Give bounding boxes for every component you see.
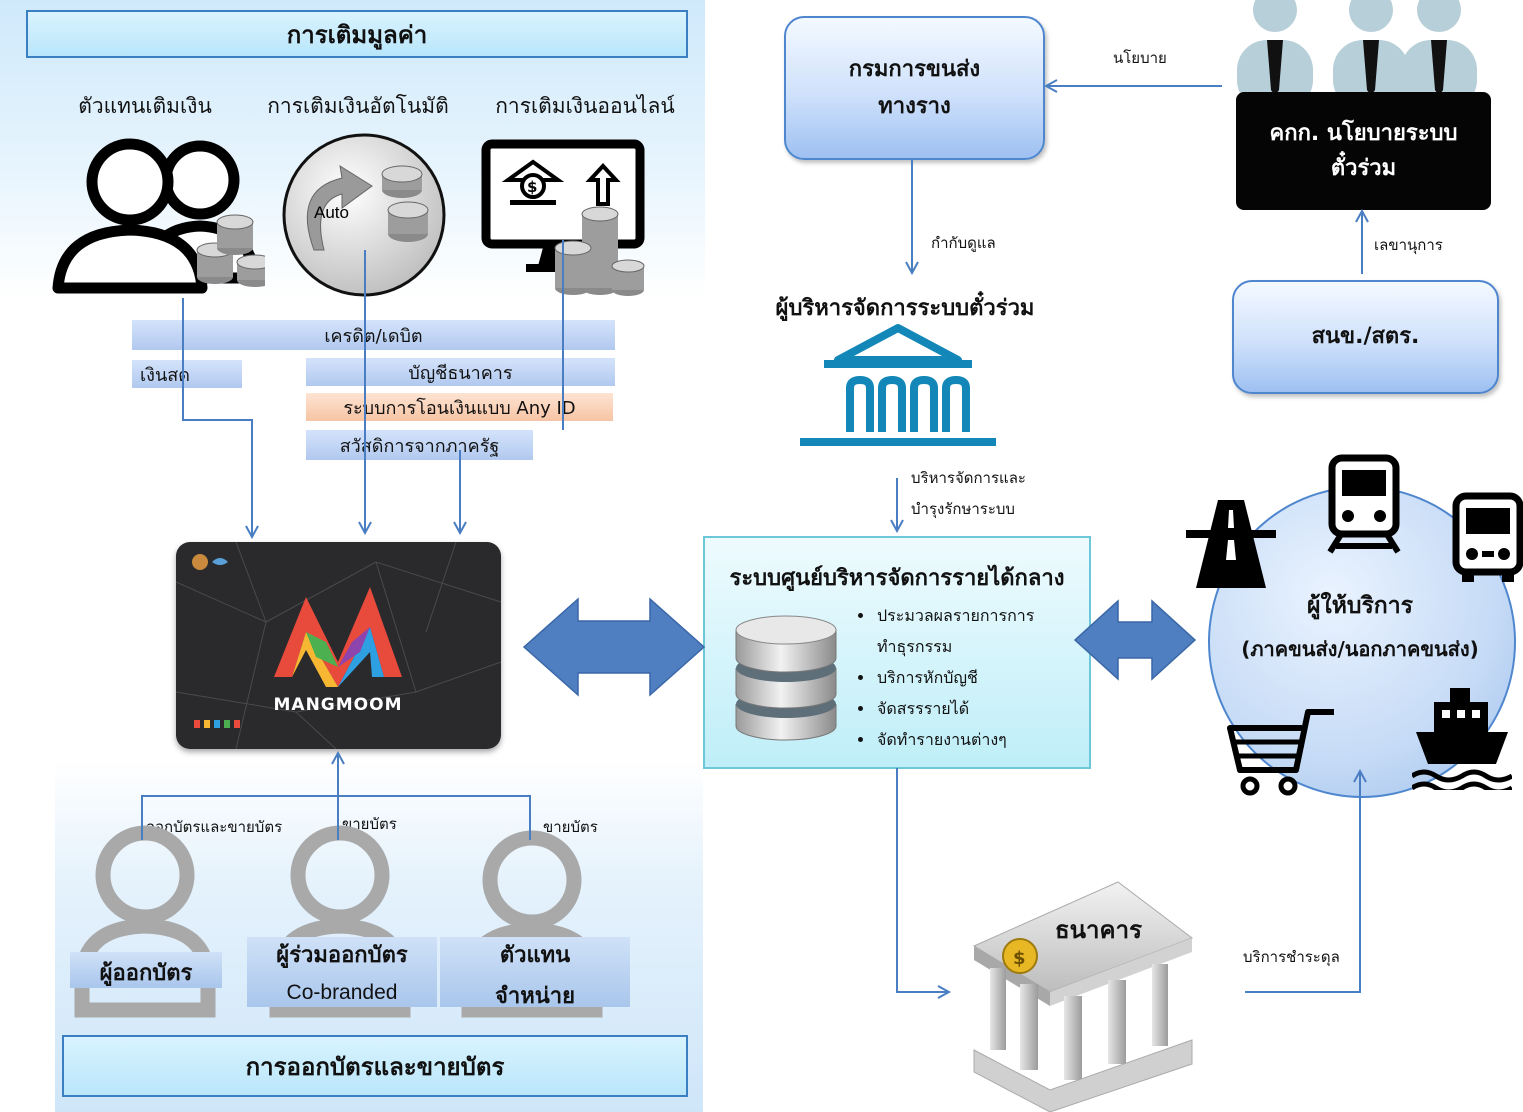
mangmoom-logo-icon — [274, 587, 402, 687]
issuer-person-icon — [95, 825, 195, 925]
bar-cash: เงินสด — [132, 360, 242, 388]
emblem-icon — [192, 554, 208, 570]
co-issuer-person-icon — [290, 825, 390, 925]
connector-bank-to-provider — [1245, 772, 1360, 993]
policy-label: นโยบาย — [1113, 49, 1167, 67]
issuer-label: ผู้ออกบัตร — [99, 961, 193, 986]
channel-online-label: การเติมเงินออนไลน์ — [495, 94, 675, 118]
office-label: สนข./สตร. — [1311, 324, 1420, 350]
clearing-center-box: ระบบศูนย์บริหารจัดการรายได้กลาง ประมวลผล… — [703, 536, 1091, 769]
highway-icon — [1186, 500, 1276, 588]
topup-auto-icon: Auto — [282, 133, 446, 297]
dept-rail-transport-box: กรมการขนส่งทางราง — [784, 16, 1045, 160]
bank-building-icon: $ — [972, 881, 1194, 1112]
supervise-label: กำกับดูแล — [931, 234, 996, 252]
agent-person-icon — [482, 830, 582, 930]
svg-text:$: $ — [527, 178, 537, 196]
database-icon — [735, 615, 837, 741]
connector-issuers-bar — [141, 795, 531, 840]
bar-any-id: ระบบการโอนเงินแบบ Any ID — [306, 393, 613, 421]
feature-item-cont: ทำธุรกรรม — [877, 637, 953, 656]
feature-item: จัดทำรายงานต่างๆ — [875, 724, 1034, 755]
coin-stack-icon — [196, 214, 265, 287]
transport-mini-icons — [194, 720, 240, 728]
committee-desk: คกก. นโยบายระบบ ตั๋วร่วม — [1236, 92, 1491, 210]
bus-icon — [1452, 492, 1523, 582]
bar-welfare: สวัสดิการจากภาครัฐ — [306, 430, 533, 460]
feature-item: ประมวลผลรายการการ — [875, 600, 1034, 631]
bar-credit-debit: เครดิต/เดบิต — [132, 320, 615, 350]
dept-line2: ทางราง — [878, 94, 951, 119]
co-branded-label: Co-branded — [286, 981, 398, 1004]
issuing-title: การออกบัตรและขายบัตร — [62, 1035, 688, 1097]
agent-label-line2: จำหน่าย — [494, 984, 576, 1009]
train-icon — [1327, 454, 1401, 554]
committee-line2: ตั๋วร่วม — [1330, 156, 1397, 181]
dept-line1: กรมการขนส่ง — [848, 56, 981, 82]
clearing-title: ระบบศูนย์บริหารจัดการรายได้กลาง — [729, 566, 1065, 591]
dollar-coin-icon — [1002, 938, 1038, 974]
operator-building-icon — [800, 324, 996, 446]
issuer-bar — [70, 952, 222, 988]
agent-bar — [440, 937, 630, 1007]
co-issuer-label: ผู้ร่วมออกบัตร — [276, 943, 408, 968]
topup-agent-icon — [52, 138, 265, 294]
card-art: MANGMOOM — [176, 542, 501, 749]
card-brand-text: MANGMOOM — [274, 695, 403, 715]
clearing-feature-list: ประมวลผลรายการการ ทำธุรกรรม บริการหักบัญ… — [857, 600, 1034, 755]
double-arrow-center-provider — [1073, 599, 1197, 681]
provider-subtitle: (ภาคขนส่ง/นอกภาคขนส่ง) — [1241, 637, 1479, 661]
agent-label-line1: ตัวแทน — [499, 943, 571, 968]
secretariat-label: เลขานุการ — [1374, 236, 1443, 254]
manage-label-line1: บริหารจัดการและ — [911, 469, 1026, 487]
connector-center-to-bank — [896, 768, 948, 992]
logo-icon — [212, 558, 228, 565]
topup-online-icon: $ — [481, 139, 645, 296]
shopping-cart-icon — [1227, 709, 1334, 796]
feature-item: บริการหักบัญชี — [875, 662, 1034, 693]
connector-cash-to-card — [182, 298, 252, 536]
provider-title: ผู้ให้บริการ — [1306, 593, 1413, 619]
mangmoom-card: MANGMOOM — [176, 542, 501, 749]
manage-label-line2: บำรุงรักษาระบบ — [911, 500, 1015, 518]
bank-house-icon: $ — [501, 159, 565, 205]
channel-auto-label: การเติมเงินอัตโนมัติ — [267, 94, 449, 118]
topup-title: การเติมมูลค่า — [26, 10, 688, 58]
settlement-label: บริการชำระดุล — [1243, 948, 1340, 966]
upload-arrow-icon — [585, 163, 621, 206]
feature-item: จัดสรรรายได้ — [875, 693, 1034, 724]
auto-text: Auto — [314, 203, 349, 222]
link-label-sell-2: ขายบัตร — [543, 818, 598, 836]
otp-office-box: สนข./สตร. — [1232, 280, 1499, 394]
co-issuer-bar — [247, 937, 437, 1007]
coin-stack-icon — [381, 165, 429, 242]
committee-line1: คกก. นโยบายระบบ — [1269, 120, 1458, 146]
bank-label: ธนาคาร — [1055, 916, 1142, 944]
coin-stack-icon — [554, 206, 645, 296]
ship-icon — [1412, 688, 1512, 790]
double-arrow-card-center — [522, 597, 706, 697]
channel-agent-label: ตัวแทนเติมเงิน — [78, 94, 212, 118]
operator-title: ผู้บริหารจัดการระบบตั๋วร่วม — [775, 296, 1035, 321]
svg-text:$: $ — [1013, 948, 1026, 969]
link-label-issue-sell: ออกบัตรและขายบัตร — [146, 818, 283, 836]
